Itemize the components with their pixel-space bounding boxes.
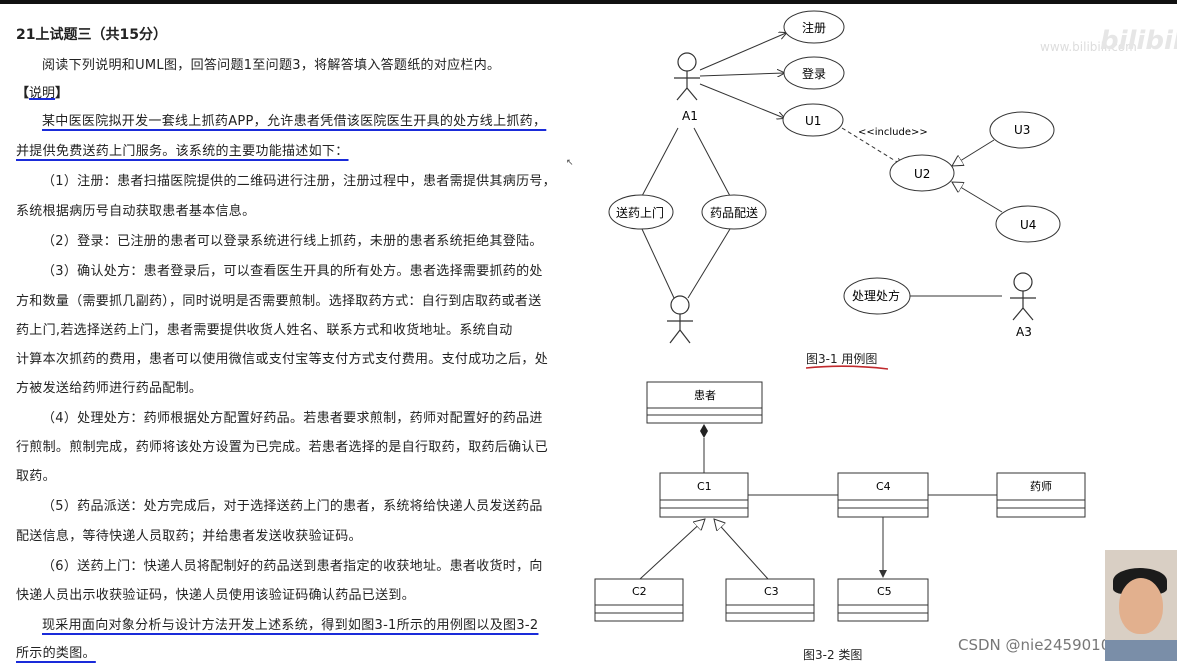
class-c5 xyxy=(837,578,929,622)
figure-caption-3-2: 图3-2 类图 xyxy=(803,648,863,662)
paragraph-line: （6）送药上门：快递人员将配制好的药品送到患者指定的收获地址。患者收货时，向 xyxy=(42,559,543,574)
paragraph-line: 并提供免费送药上门服务。该系统的主要功能描述如下： xyxy=(16,144,349,159)
use-case-register-label: 注册 xyxy=(802,20,826,35)
paragraph-line: 方和数量（需要抓几副药），同时说明是否需要煎制。选择取药方式：自行到店取药或者送 xyxy=(16,294,542,309)
webcam-person-shirt xyxy=(1105,640,1177,661)
bilibili-logo-watermark: bilibili xyxy=(1100,26,1177,56)
actor-a1-label: A1 xyxy=(682,109,698,123)
figure-caption-3-1: 图3-1 用例图 xyxy=(806,352,878,366)
class-c3 xyxy=(725,578,815,622)
class-diagram: 患者 C1 C4 药师 C2 C3 xyxy=(594,381,1086,622)
mouse-cursor-icon: ↖ xyxy=(566,158,574,168)
use-case-u4 xyxy=(995,205,1061,243)
paragraph-line: 计算本次抓药的费用，患者可以使用微信或支付宝等支付方式支付费用。支付成功之后，处 xyxy=(16,352,549,367)
include-label: <<include>> xyxy=(858,127,928,138)
class-c2 xyxy=(594,578,684,622)
webcam-overlay xyxy=(1105,550,1177,661)
caption-underline xyxy=(806,365,888,370)
class-patient-label: 患者 xyxy=(694,389,716,402)
paragraph-line: （2）登录：已注册的患者可以登录系统进行线上抓药，未册的患者系统拒绝其登陆。 xyxy=(42,234,543,249)
actor-a3-icon xyxy=(1010,272,1036,321)
bracket-close: 】 xyxy=(55,86,69,101)
paragraph-line: （1）注册：患者扫描医院提供的二维码进行注册，注册过程中，患者需提供其病历号， xyxy=(42,174,556,189)
paragraph-line: 配送信息，等待快递人员取药；并给患者发送收获验证码。 xyxy=(16,529,362,544)
use-case-u1-label: U1 xyxy=(805,114,821,128)
actor-a1-icon xyxy=(674,52,700,101)
class-patient xyxy=(646,381,763,424)
paragraph-line: 方被发送给药师进行药品配制。 xyxy=(16,381,203,396)
question-title: 21上试题三（共15分） xyxy=(16,27,167,43)
bracket-open: 【 xyxy=(16,86,30,101)
top-border xyxy=(0,0,1177,4)
use-case-u2-label: U2 xyxy=(914,167,930,181)
paragraph-line: 系统根据病历号自动获取患者基本信息。 xyxy=(16,204,256,219)
class-c4 xyxy=(837,472,929,518)
use-case-diagram: A1 注册 登录 U1 <<include>> U2 U3 U4 送药上门 药品… xyxy=(608,10,1061,350)
paragraph-line: 取药。 xyxy=(16,469,56,484)
use-case-register xyxy=(783,10,845,44)
use-case-u3-label: U3 xyxy=(1014,123,1030,137)
class-c4-label: C4 xyxy=(876,480,891,493)
section-heading: 【说明】 xyxy=(16,82,68,101)
class-c5-label: C5 xyxy=(877,585,892,598)
use-case-login-label: 登录 xyxy=(802,66,826,81)
intro-text: 阅读下列说明和UML图，回答问题1至问题3，将解答填入答题纸的对应栏内。 xyxy=(42,58,501,73)
paragraph-line: 所示的类图。 xyxy=(16,646,96,661)
actor-a3-label: A3 xyxy=(1016,325,1032,339)
webcam-person-face xyxy=(1119,578,1163,634)
class-c1-label: C1 xyxy=(697,480,712,493)
class-c3-label: C3 xyxy=(764,585,779,598)
use-case-deliver-home-label: 送药上门 xyxy=(616,205,664,220)
use-case-deliver-home xyxy=(608,194,674,230)
paragraph-line: 药上门,若选择送药上门，患者需要提供收货人姓名、联系方式和收货地址。系统自动 xyxy=(16,323,513,338)
section-heading-label: 说明 xyxy=(29,86,56,101)
paragraph-line: 行煎制。煎制完成，药师将该处方设置为已完成。若患者选择的是自行取药，取药后确认已 xyxy=(16,440,549,455)
question-text-column: 21上试题三（共15分） 阅读下列说明和UML图，回答问题1至问题3，将解答填入… xyxy=(0,4,560,661)
actor-a2-label: A2 xyxy=(673,349,689,350)
paragraph-line: （4）处理处方：药师根据处方配置好药品。若患者要求煎制，药师对配置好的药品进 xyxy=(42,411,543,426)
use-case-dispatch xyxy=(701,194,767,230)
use-case-u4-label: U4 xyxy=(1020,218,1036,232)
actor-a2-icon xyxy=(667,295,693,344)
class-pharmacist xyxy=(996,472,1086,518)
use-case-process-label: 处理处方 xyxy=(852,288,900,303)
use-case-login xyxy=(783,56,845,90)
use-case-dispatch-label: 药品配送 xyxy=(710,205,758,220)
use-case-u3 xyxy=(989,111,1055,149)
use-case-u1 xyxy=(782,103,844,137)
composition-diamond-icon xyxy=(700,424,708,438)
paragraph-line: 快递人员出示收获验证码，快递人员使用该验证码确认药品已送到。 xyxy=(16,588,416,603)
class-c2-label: C2 xyxy=(632,585,647,598)
bilibili-url-watermark: www.bilibili.com xyxy=(1040,40,1137,54)
class-c1 xyxy=(659,472,749,518)
use-case-u2 xyxy=(889,154,955,192)
paragraph-line: 现采用面向对象分析与设计方法开发上述系统，得到如图3-1所示的用例图以及图3-2 xyxy=(42,618,539,633)
paragraph-line: （3）确认处方：患者登录后，可以查看医生开具的所有处方。患者选择需要抓药的处 xyxy=(42,264,543,279)
paragraph-line: 某中医医院拟开发一套线上抓药APP，允许患者凭借该医院医生开具的处方线上抓药， xyxy=(42,114,547,129)
paragraph-line: （5）药品派送：处方完成后，对于选择送药上门的患者，系统将给快递人员发送药品 xyxy=(42,499,543,514)
csdn-watermark: CSDN @nie2459010516 xyxy=(958,636,1139,654)
class-pharmacist-label: 药师 xyxy=(1030,480,1052,493)
